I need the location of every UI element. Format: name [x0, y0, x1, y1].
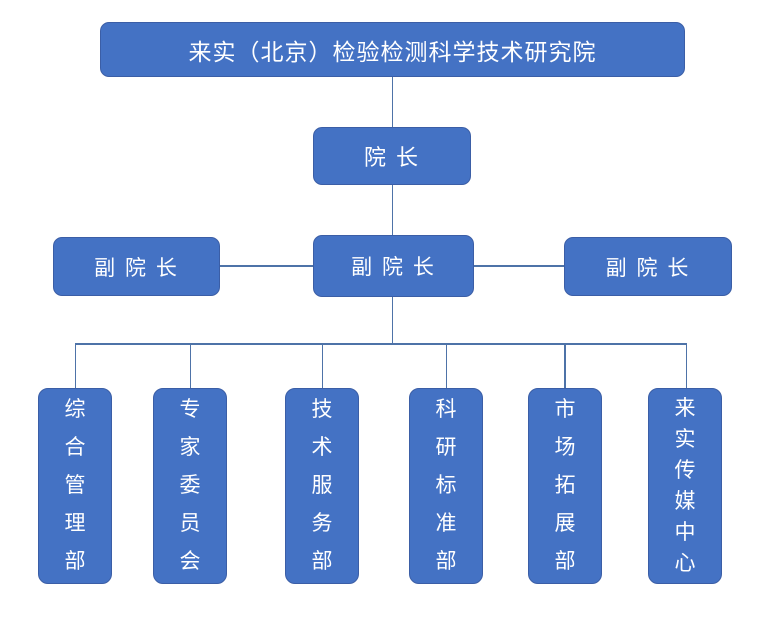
node-dept-general-management-label: 综合管理部	[64, 398, 86, 573]
node-dept-research-standards: 科研标准部	[409, 388, 483, 584]
node-dept-media-center-label: 来实传媒中心	[674, 397, 696, 575]
connector-vp-center-to-left	[220, 265, 313, 267]
node-vice-president-right: 副 院 长	[564, 237, 732, 296]
connector-drop-dept-2	[189, 343, 191, 388]
connector-vp-center-to-right	[474, 265, 564, 267]
connector-drop-dept-6	[685, 343, 687, 388]
node-dept-expert-committee-label: 专家委员会	[179, 398, 201, 573]
connector-drop-dept-4	[445, 343, 447, 388]
node-institute: 来实（北京）检验检测科学技术研究院	[100, 22, 685, 77]
connector-drop-dept-5	[564, 343, 566, 388]
node-dept-market-expansion-label: 市场拓展部	[554, 398, 576, 573]
node-vice-president-left-label: 副 院 长	[94, 256, 179, 280]
node-dept-media-center: 来实传媒中心	[648, 388, 722, 584]
node-vice-president-center: 副 院 长	[313, 235, 474, 297]
node-president: 院 长	[313, 127, 471, 185]
connector-department-bus	[74, 343, 687, 345]
node-vice-president-left: 副 院 长	[53, 237, 220, 296]
connector-vp-to-bus	[391, 297, 393, 344]
node-dept-market-expansion: 市场拓展部	[528, 388, 602, 584]
node-institute-label: 来实（北京）检验检测科学技术研究院	[188, 38, 597, 65]
connector-president-to-vp	[391, 185, 393, 236]
connector-drop-dept-3	[321, 343, 323, 388]
node-vice-president-right-label: 副 院 长	[605, 256, 691, 280]
connector-drop-dept-1	[74, 343, 76, 388]
node-dept-general-management: 综合管理部	[38, 388, 112, 584]
connector-root-to-president	[391, 77, 393, 127]
node-dept-research-standards-label: 科研标准部	[435, 398, 457, 573]
node-vice-president-center-label: 副 院 长	[351, 256, 436, 279]
node-dept-technical-service: 技术服务部	[285, 388, 359, 584]
node-dept-technical-service-label: 技术服务部	[311, 398, 333, 573]
node-president-label: 院 长	[363, 145, 421, 170]
node-dept-expert-committee: 专家委员会	[153, 388, 227, 584]
